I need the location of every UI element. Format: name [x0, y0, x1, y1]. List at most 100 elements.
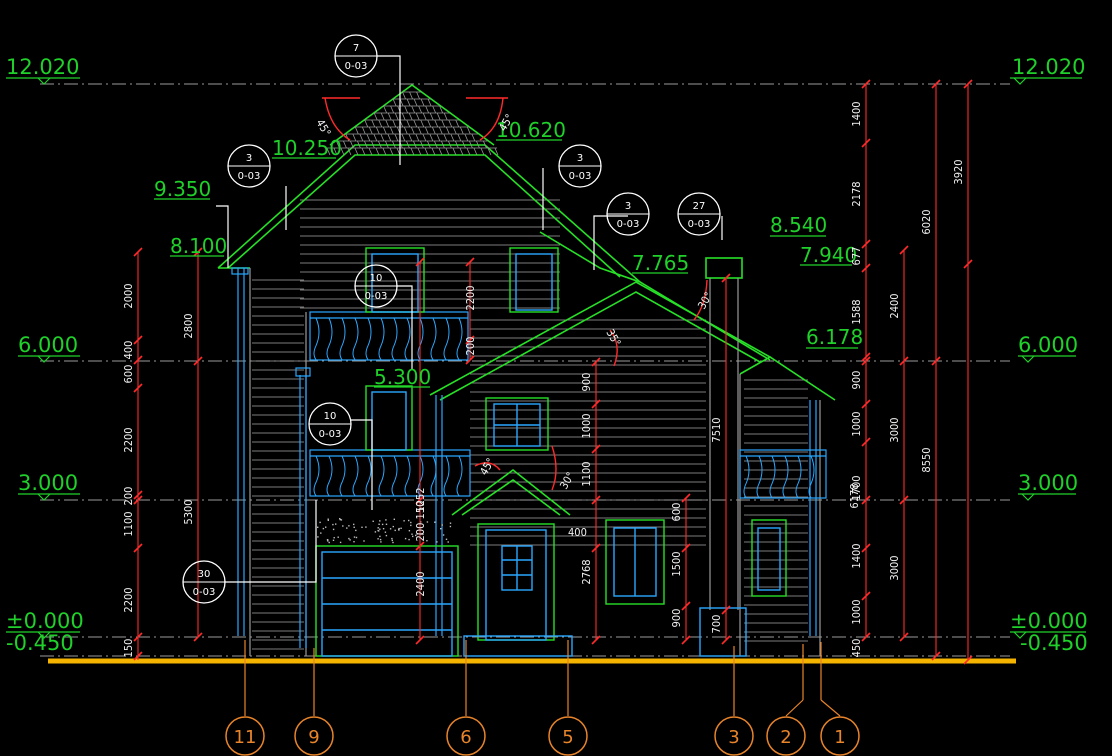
- axis-circle: [548, 716, 588, 756]
- dimension-text: 1252: [414, 487, 427, 512]
- level-symbols: [6, 77, 1086, 639]
- detail-tag-sheet: 0-03: [365, 291, 388, 302]
- dimension-text: 450: [850, 639, 863, 658]
- detail-tag: 70-03: [334, 34, 378, 78]
- dimension-text: 2200: [122, 587, 135, 612]
- detail-tag: 10 0-03: [354, 264, 398, 308]
- axis-bubble: 5: [548, 640, 588, 756]
- dimension-text: 1000: [580, 413, 593, 438]
- dimension-text: 1500: [670, 551, 683, 576]
- detail-tag-number: 3: [246, 153, 252, 164]
- level-label: 10.250: [272, 136, 342, 160]
- level-label: 6.000: [1018, 333, 1078, 357]
- dimension-text: 600: [670, 503, 683, 522]
- detail-tags: 70-0330-0330-0330-03270-03100-03100-0330…: [182, 34, 721, 604]
- dimension-text: 1588: [850, 299, 863, 324]
- downpipes: [231, 267, 817, 648]
- level-label: 6.178: [806, 325, 863, 349]
- dimension-text: 6178: [848, 483, 861, 508]
- level-label: 10.620: [496, 118, 566, 142]
- angle-label: 35°: [603, 327, 623, 349]
- dimension-texts: 2000400600220020011002200150280053002200…: [122, 101, 965, 657]
- level-label: ±0.000: [1010, 609, 1088, 633]
- dimension-text: 7510: [710, 417, 723, 442]
- dimension-text: 6020: [920, 209, 933, 234]
- dimension-text: 400: [568, 526, 587, 539]
- dimension-text: 700: [710, 615, 723, 634]
- dimension-text: 1400: [850, 101, 863, 126]
- dimension-text: 200: [414, 523, 427, 542]
- detail-tag: 30-03: [606, 192, 650, 236]
- detail-tag-number: 10: [370, 273, 383, 284]
- detail-tag-number: 3: [625, 201, 631, 212]
- level-label: 6.000: [18, 333, 78, 357]
- dimension-text: 900: [670, 609, 683, 628]
- angle-label: 30°: [695, 290, 715, 312]
- axis-bubble: 2: [766, 644, 806, 756]
- axis-circle: [294, 716, 334, 756]
- detail-tag: 270-03: [677, 192, 721, 236]
- dimension-text: 2768: [580, 559, 593, 584]
- axis-number: 11: [234, 727, 257, 748]
- level-label: -0.450: [1020, 631, 1088, 655]
- detail-tag: 3 0-03: [558, 144, 602, 188]
- axis-number: 2: [780, 727, 791, 748]
- axis-bubble: 6: [446, 640, 486, 756]
- level-label: 7.940: [800, 243, 857, 267]
- axis-number: 6: [460, 727, 471, 748]
- level-label: 8.100: [170, 234, 227, 258]
- dimension-text: 3000: [888, 555, 901, 580]
- dimension-text: 2800: [182, 313, 195, 338]
- dimension-text: 600: [122, 365, 135, 384]
- detail-tag-sheet: 0-03: [193, 587, 216, 598]
- dimension-text: 900: [580, 373, 593, 392]
- dimension-text: 1100: [122, 511, 135, 536]
- detail-tag: 3 0-03: [227, 144, 271, 188]
- axis-number: 9: [308, 727, 319, 748]
- garage-and-door: [315, 523, 747, 657]
- axis-circle: [225, 716, 265, 756]
- dimension-text: 1000: [850, 599, 863, 624]
- dimension-text: 150: [414, 501, 427, 520]
- axis-number: 3: [728, 727, 739, 748]
- dimension-text: 2200: [464, 285, 477, 310]
- roof-shingles: [326, 91, 499, 156]
- axis-bubble: 3: [714, 646, 754, 756]
- axis-circle: [714, 716, 754, 756]
- dimension-text: 3920: [952, 159, 965, 184]
- detail-tag-number: 27: [693, 201, 706, 212]
- level-lines: [40, 83, 1010, 657]
- stone-band: [317, 518, 452, 544]
- axis-circle: [446, 716, 486, 756]
- level-label: 12.020: [6, 55, 79, 79]
- level-label: 8.540: [770, 213, 827, 237]
- axis-bubble: 1: [820, 642, 860, 756]
- detail-tag-number: 3: [577, 153, 583, 164]
- level-label: 12.020: [1012, 55, 1085, 79]
- level-label: 7.765: [632, 251, 689, 275]
- balcony-balusters: [313, 317, 815, 499]
- dimension-text: 1700: [850, 475, 863, 500]
- dimension-text: 200: [122, 487, 135, 506]
- axis-circle: [766, 716, 806, 756]
- axis-leg: [785, 699, 804, 717]
- level-label: ±0.000: [6, 609, 84, 633]
- walls: [249, 268, 821, 656]
- detail-tag-sheet: 0-03: [569, 171, 592, 182]
- detail-tag: 100-03: [308, 402, 352, 446]
- detail-tag-sheet: 0-03: [238, 171, 261, 182]
- detail-tag-number: 7: [353, 43, 359, 54]
- dimension-text: 677: [850, 247, 863, 266]
- level-label: 3.000: [1018, 471, 1078, 495]
- axis-number: 5: [562, 727, 573, 748]
- axis-bubble: 9: [294, 648, 334, 756]
- windows: [365, 247, 787, 605]
- axis-bubble: 11: [225, 640, 265, 756]
- dimension-text: 2000: [122, 283, 135, 308]
- level-label: 9.350: [154, 177, 211, 201]
- detail-tag: 300-03: [182, 560, 226, 604]
- dimension-text: 1100: [580, 461, 593, 486]
- dimension-text: 1400: [850, 543, 863, 568]
- axis-bubbles: 11 9 6 5 3 2 1: [225, 640, 860, 756]
